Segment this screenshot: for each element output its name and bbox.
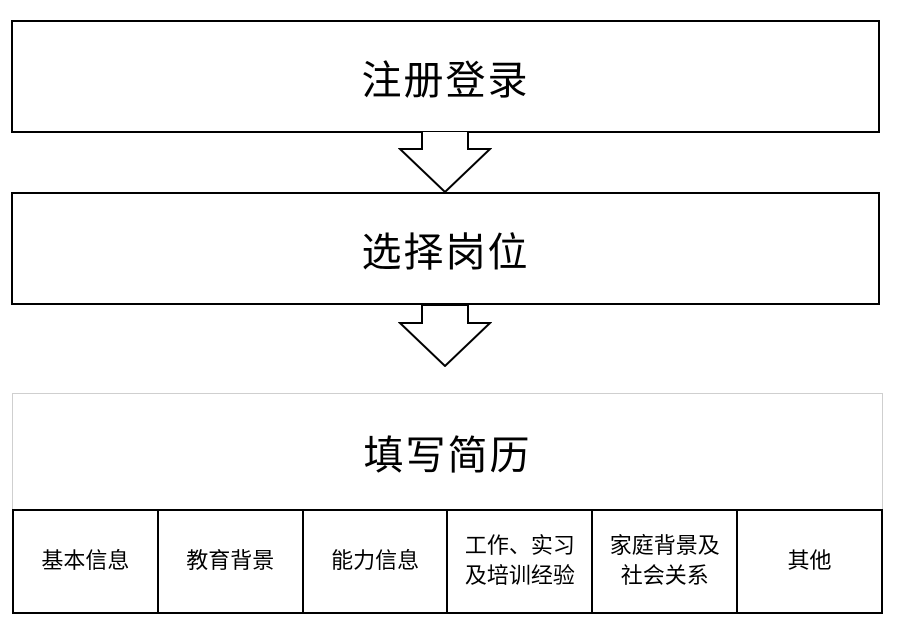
resume-section-other: 其他 (738, 511, 881, 612)
resume-section-label: 其他 (787, 548, 832, 574)
step-register-box: 注册登录 (11, 20, 880, 133)
resume-section-label: 工作、实习及培训经验 (464, 533, 575, 589)
resume-section-abilities: 能力信息 (304, 511, 449, 612)
resume-section-education: 教育背景 (159, 511, 304, 612)
step-select-position-box: 选择岗位 (11, 192, 880, 305)
resume-section-label: 能力信息 (331, 548, 420, 574)
step-fill-resume-block: 填写简历 基本信息 教育背景 能力信息 工作、实习及培训经验 家庭背景及社会关系… (12, 393, 883, 614)
down-arrow-icon (398, 131, 492, 193)
step-select-position-label: 选择岗位 (361, 229, 530, 276)
resume-section-work-experience: 工作、实习及培训经验 (448, 511, 594, 612)
resume-sections-row: 基本信息 教育背景 能力信息 工作、实习及培训经验 家庭背景及社会关系 其他 (12, 509, 883, 614)
down-arrow-icon (398, 305, 492, 367)
resume-section-label: 教育背景 (186, 548, 275, 574)
resume-section-family-background: 家庭背景及社会关系 (593, 511, 739, 612)
step-fill-resume-title-area: 填写简历 (12, 393, 883, 509)
resume-section-label: 家庭背景及社会关系 (609, 533, 720, 589)
resume-section-label: 基本信息 (41, 548, 130, 574)
step-register-label: 注册登录 (361, 57, 530, 104)
resume-section-basic-info: 基本信息 (14, 511, 159, 612)
step-fill-resume-label: 填写简历 (363, 432, 532, 479)
